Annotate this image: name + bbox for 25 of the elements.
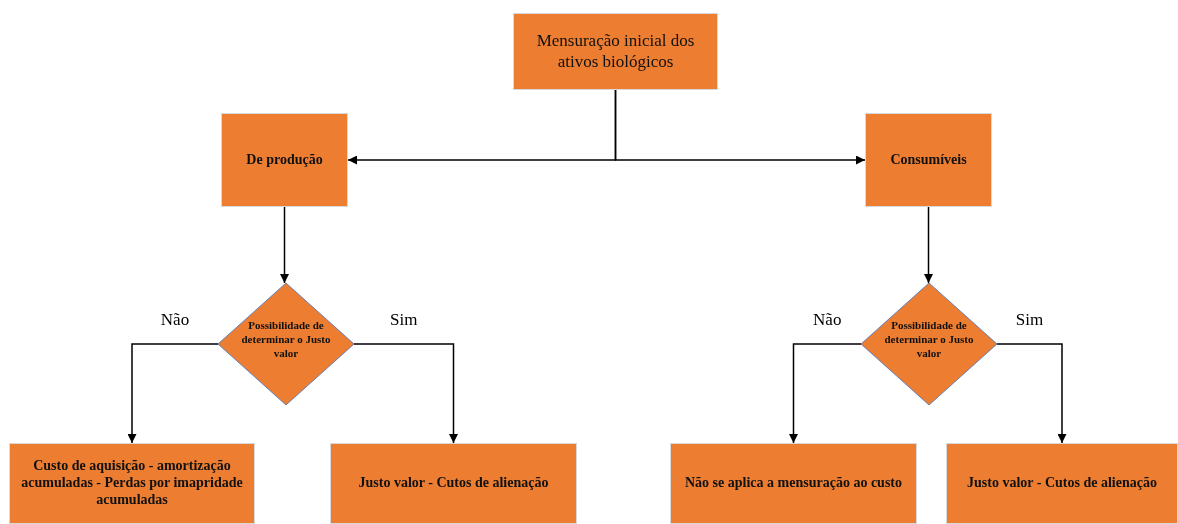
process-box: [330, 443, 577, 524]
process-box: [946, 443, 1178, 524]
arrow: [924, 206, 933, 284]
arrow: [789, 343, 862, 444]
arrow: [127, 343, 219, 444]
arrow: [353, 343, 458, 444]
box-text: Justo valor - Cutos de alienação: [967, 475, 1157, 492]
arrow: [614, 89, 866, 165]
box-text: De produção: [246, 151, 323, 169]
process-box: [513, 13, 718, 90]
box-text: Consumíveis: [890, 151, 967, 169]
decision-diamond: [861, 283, 997, 405]
box-text: Mensuração inicial dos ativos biológicos: [535, 31, 696, 72]
arrow: [996, 343, 1067, 444]
process-box: [9, 443, 255, 524]
decision-text: Possibilidade de determinar o Justo valor: [883, 319, 975, 361]
box-text: Não se aplica a mensuração ao custo: [685, 475, 902, 492]
box-text: Justo valor - Cutos de alienação: [358, 475, 549, 492]
process-box: [670, 443, 917, 524]
arrow: [280, 206, 289, 284]
decision-diamond: [218, 283, 354, 405]
process-box: [865, 113, 992, 207]
decision-text: Possibilidade de determinar o Justo valor: [240, 319, 332, 361]
box-text: Custo de aquisição - amortização acumuladas - Perdas por imapridade acumuladas: [20, 458, 244, 509]
process-box: [221, 113, 348, 207]
